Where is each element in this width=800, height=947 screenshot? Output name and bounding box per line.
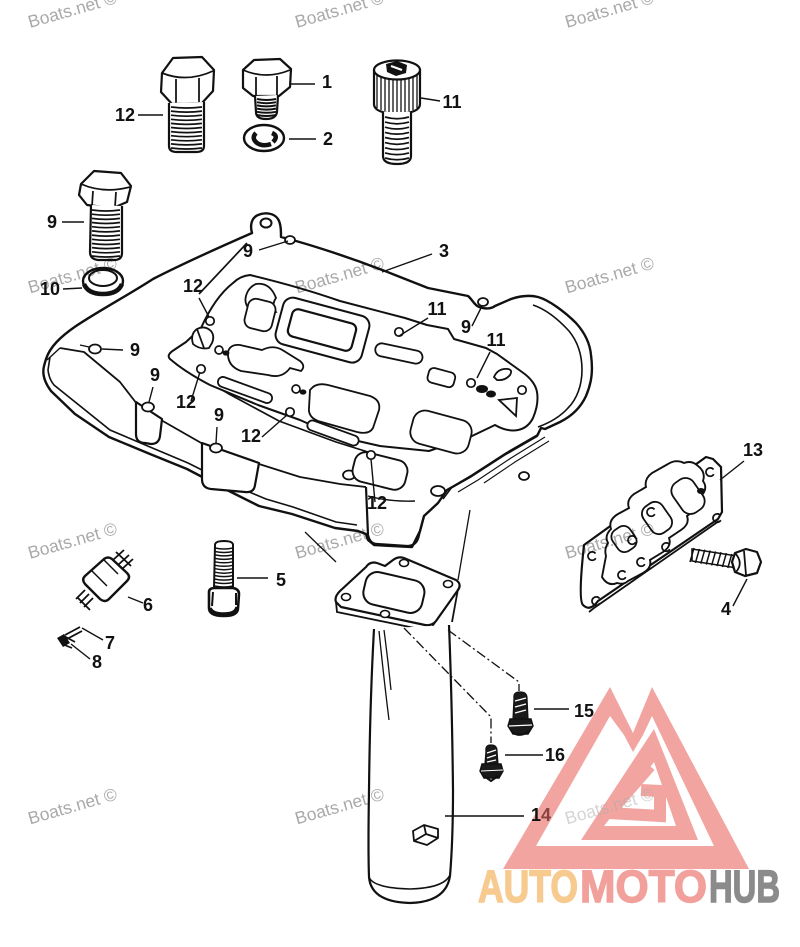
svg-text:12: 12 <box>367 493 387 513</box>
svg-text:5: 5 <box>276 570 286 590</box>
svg-text:3: 3 <box>439 241 449 261</box>
svg-text:12: 12 <box>241 426 261 446</box>
svg-text:16: 16 <box>545 745 565 765</box>
svg-text:9: 9 <box>130 340 140 360</box>
svg-text:10: 10 <box>40 279 60 299</box>
svg-text:9: 9 <box>150 365 160 385</box>
svg-text:9: 9 <box>461 317 471 337</box>
svg-text:4: 4 <box>721 599 731 619</box>
svg-text:HUB: HUB <box>709 861 780 912</box>
svg-text:12: 12 <box>115 105 135 125</box>
svg-text:15: 15 <box>574 701 594 721</box>
svg-text:9: 9 <box>47 212 57 232</box>
svg-text:14: 14 <box>531 805 551 825</box>
svg-text:AUTO: AUTO <box>478 861 578 912</box>
svg-text:9: 9 <box>214 405 224 425</box>
svg-text:12: 12 <box>176 392 196 412</box>
svg-text:13: 13 <box>743 440 763 460</box>
svg-text:6: 6 <box>143 595 153 615</box>
svg-text:8: 8 <box>92 652 102 672</box>
svg-text:12: 12 <box>183 276 203 296</box>
svg-text:11: 11 <box>427 299 446 319</box>
svg-text:2: 2 <box>323 129 333 149</box>
svg-text:7: 7 <box>105 633 115 653</box>
svg-text:MOTO: MOTO <box>580 861 707 912</box>
svg-text:11: 11 <box>486 330 505 350</box>
svg-text:11: 11 <box>442 92 461 112</box>
svg-text:9: 9 <box>243 241 253 261</box>
svg-text:1: 1 <box>322 72 332 92</box>
